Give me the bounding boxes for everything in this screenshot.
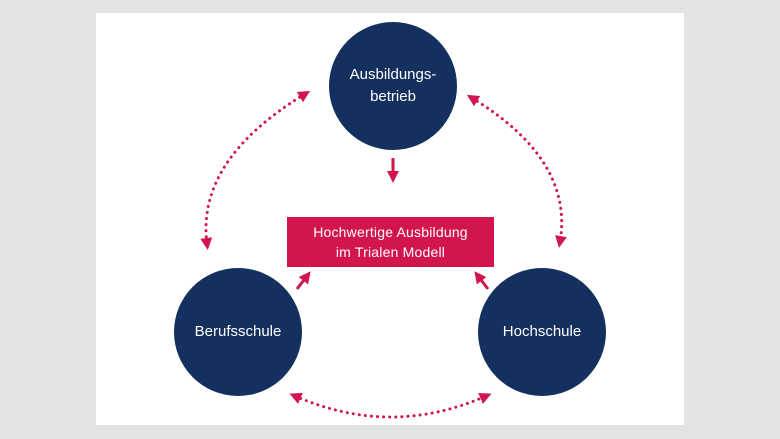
center-box: Hochwertige Ausbildung im Trialen Modell: [287, 217, 494, 267]
node-berufsschule-label: Berufsschule: [194, 322, 282, 340]
node-berufsschule: Berufsschule: [174, 268, 302, 396]
node-ausbildungsbetrieb: Ausbildungs- betrieb: [329, 22, 457, 150]
arrow-right-to-center: [474, 271, 490, 290]
center-box-label: Hochwertige Ausbildung im Trialen Modell: [313, 223, 468, 260]
arc-bottom: [289, 392, 492, 419]
node-ausbildungsbetrieb-label: Ausbildungs- betrieb: [349, 65, 437, 106]
arrow-left-to-center: [295, 271, 311, 290]
arc-top-left: [200, 90, 311, 250]
node-hochschule: Hochschule: [478, 268, 606, 396]
node-hochschule-label: Hochschule: [502, 322, 582, 340]
